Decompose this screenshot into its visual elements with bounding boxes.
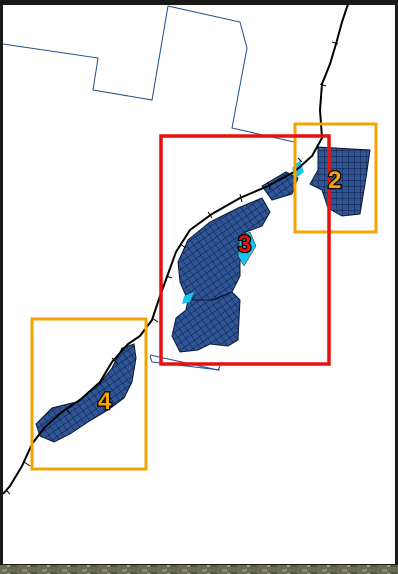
zone-label-4: 4 bbox=[98, 388, 112, 415]
zone-box-2 bbox=[293, 122, 378, 234]
railway-line bbox=[2, 3, 349, 495]
water-body-central bbox=[237, 231, 257, 267]
municipal-boundary bbox=[2, 5, 295, 371]
zone-box-3 bbox=[159, 134, 331, 366]
zone-box-4 bbox=[30, 317, 148, 471]
satellite-imagery-strip bbox=[0, 565, 398, 574]
zone-label-2: 2 bbox=[328, 167, 341, 194]
zone-label-3: 3 bbox=[238, 231, 251, 258]
water-body-west bbox=[182, 292, 194, 304]
railway-ticks bbox=[5, 41, 339, 495]
urban-area-zone-3-central bbox=[171, 291, 241, 353]
urban-area-zone-2 bbox=[309, 146, 371, 217]
